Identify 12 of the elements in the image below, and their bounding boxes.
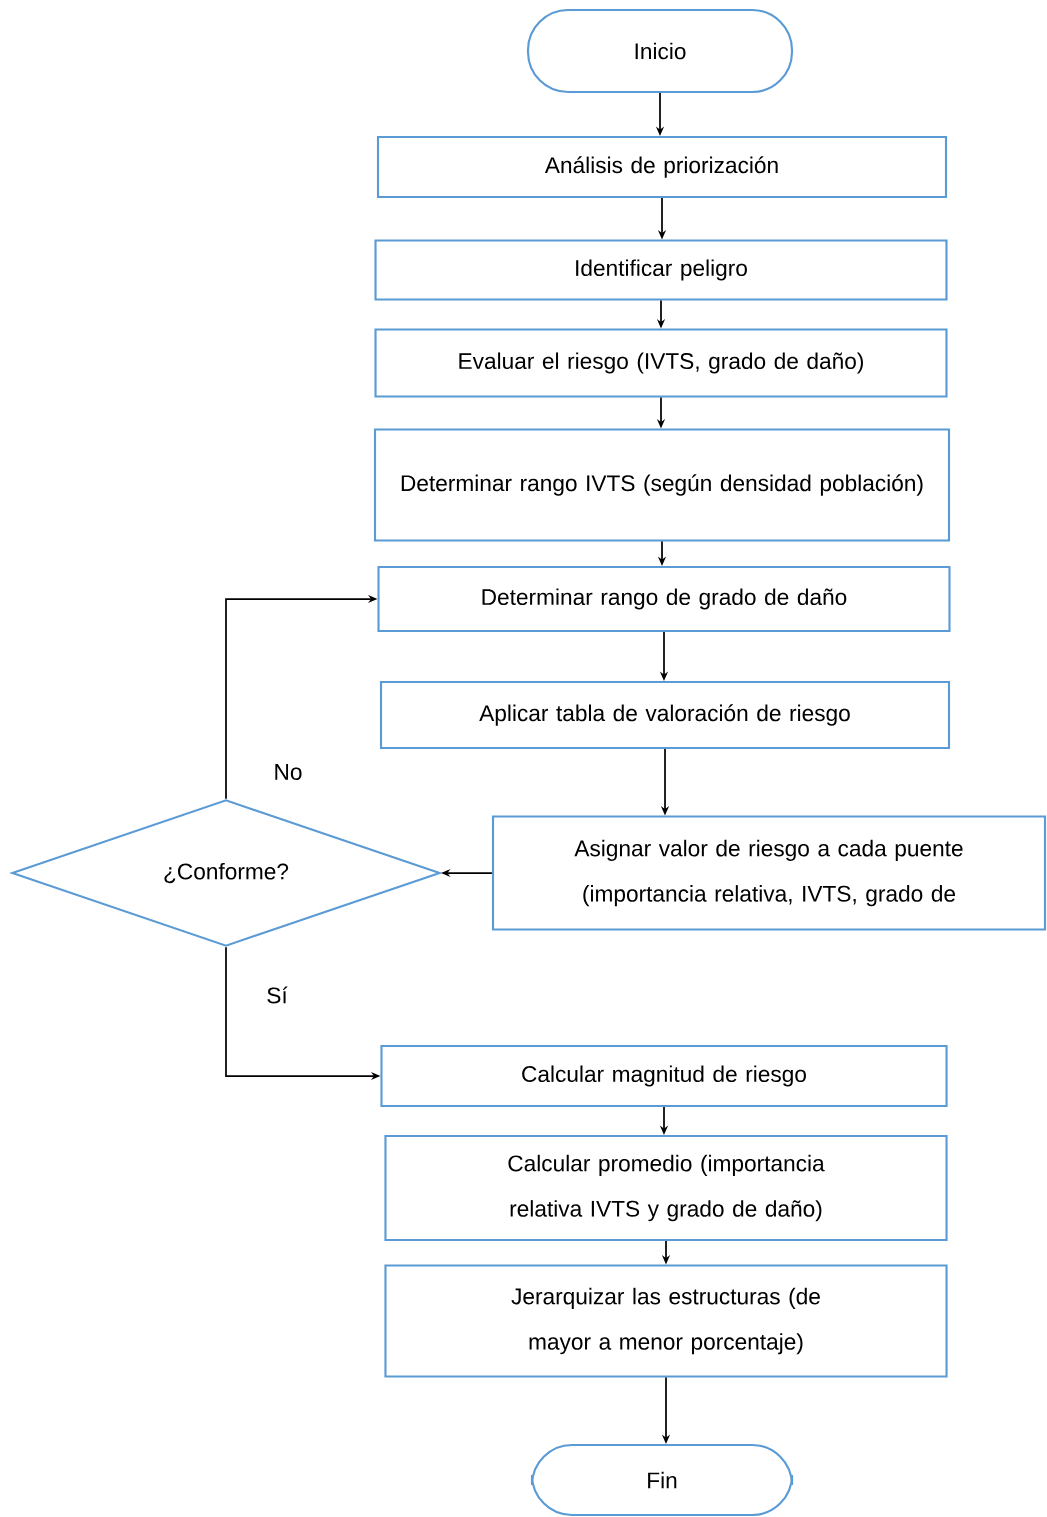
process-box: Identificar peligro (374, 239, 948, 301)
process-box: Evaluar el riesgo (IVTS, grado de daño) (374, 328, 948, 398)
process-box: Calcular magnitud de riesgo (380, 1044, 948, 1108)
process-box: Calcular promedio (importancia relativa IVTS y grado de daño) (384, 1134, 948, 1242)
process-box: Determinar rango IVTS (según densidad población) (373, 428, 951, 542)
process-box: Asignar valor de riesgo a cada puente (importancia relativa, IVTS, grado de (491, 815, 1047, 931)
process-box: Jerarquizar las estructuras (de mayor a menor porcentaje) (384, 1264, 948, 1378)
process-box: Análisis de priorización (376, 135, 948, 199)
process-box: Determinar rango de grado de daño (377, 565, 951, 633)
edge-label: No (275, 764, 302, 780)
process-box: Aplicar tabla de valoración de riesgo (379, 680, 951, 750)
edge-label: Sí (267, 986, 288, 1004)
